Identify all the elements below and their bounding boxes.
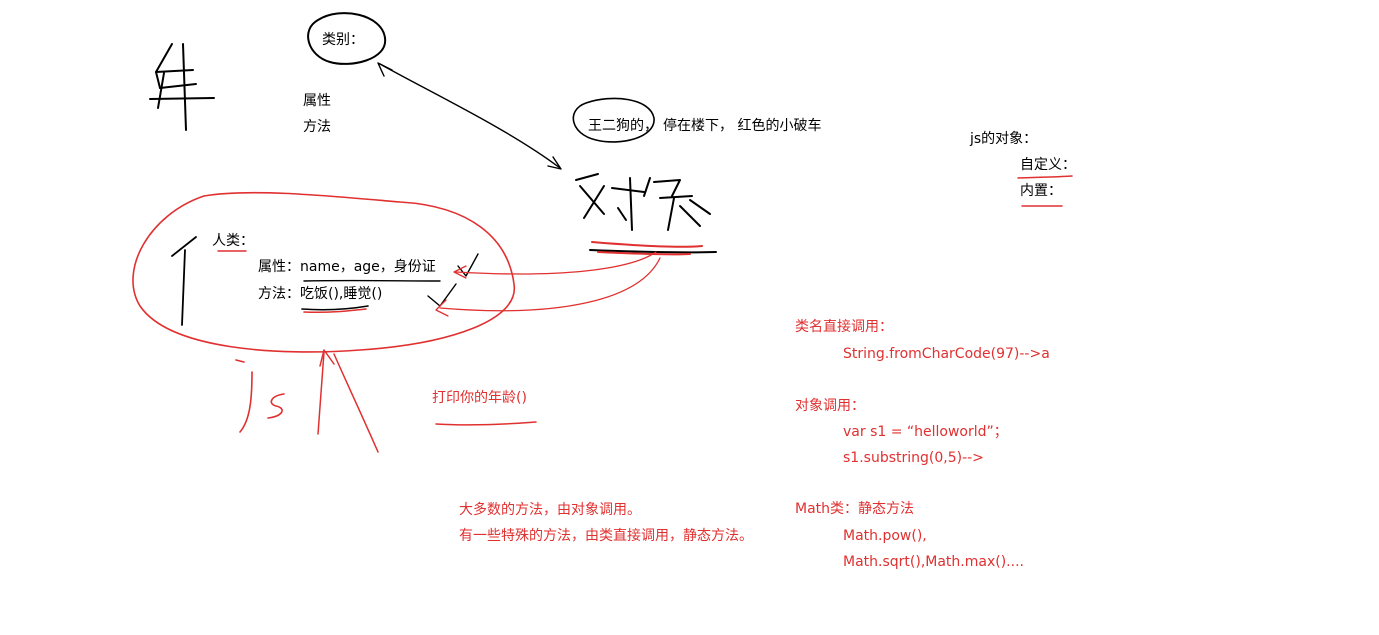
object-call-line2: s1.substring(0,5)--> [843, 450, 984, 466]
category-circle [307, 12, 387, 65]
note-line1: 大多数的方法，由对象调用。 [459, 502, 641, 518]
print-age-label: 打印你的年龄() [432, 390, 527, 406]
human-class-label: 人类： [212, 233, 254, 249]
human-attributes: 属性：name，age，身份证 [258, 259, 436, 275]
methods-red-underline [303, 308, 367, 314]
category-object-arrow [377, 62, 562, 170]
owner-label: 王二狗的， [588, 118, 658, 134]
object-black-underline [589, 249, 717, 254]
note-line2: 有一些特殊的方法，由类直接调用，静态方法。 [459, 528, 753, 544]
custom-underline [1017, 175, 1073, 179]
handwritten-bracket [171, 236, 197, 326]
owner-circle [572, 97, 655, 143]
object-to-attrs-arrow [453, 251, 657, 279]
object-call-line1: var s1 = “helloworld”； [843, 424, 1008, 440]
method-label: 方法 [303, 119, 331, 135]
object-call-title: 对象调用： [795, 398, 865, 414]
math-line1: Math.pow(), [843, 528, 927, 544]
object-to-methods-arrow [435, 257, 661, 317]
methods-black-underline [301, 305, 369, 311]
js-up-line [317, 351, 325, 435]
handwritten-js-glyph [235, 359, 285, 433]
math-class-title: Math类：静态方法 [795, 501, 915, 517]
car-description: 停在楼下， 红色的小破车 [663, 118, 822, 134]
category-label: 类别： [322, 32, 364, 48]
print-age-arrow-line [333, 353, 379, 453]
attribute-label: 属性 [303, 93, 331, 109]
handwritten-duixiang-glyph [575, 173, 711, 231]
human-methods: 方法：吃饭(),睡觉() [258, 286, 383, 302]
handwritten-che-glyph [149, 43, 215, 131]
class-call-title: 类名直接调用： [795, 319, 893, 335]
js-objects-heading: js的对象： [970, 131, 1038, 147]
class-call-example: String.fromCharCode(97)-->a [843, 346, 1050, 362]
builtin-object-label: 内置： [1020, 183, 1062, 199]
methods-check-mark [427, 283, 457, 307]
print-age-arrow-head [319, 349, 335, 367]
object-red-underline-1 [591, 241, 703, 248]
print-age-underline [435, 421, 537, 426]
custom-object-label: 自定义： [1020, 157, 1076, 173]
human-class-circle [132, 191, 516, 353]
math-line2: Math.sqrt(),Math.max().... [843, 554, 1024, 570]
